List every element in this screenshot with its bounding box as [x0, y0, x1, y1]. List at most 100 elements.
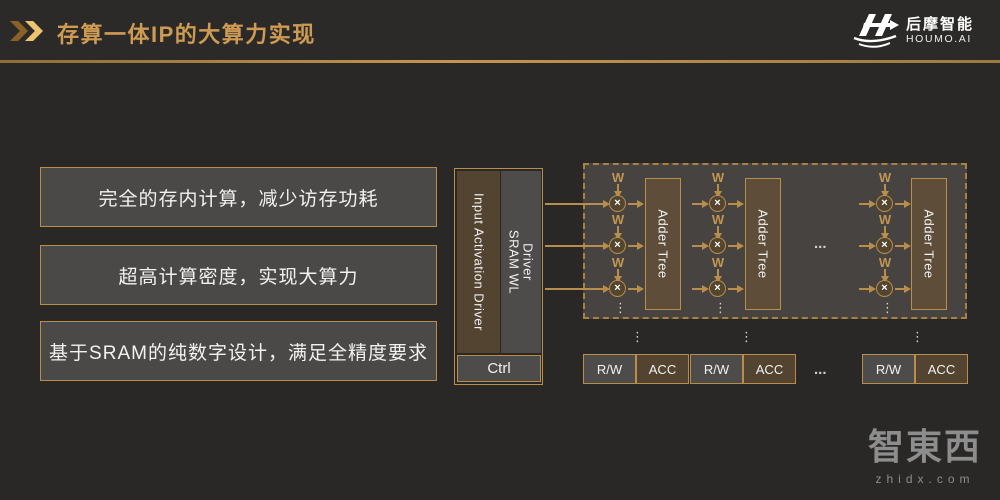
input-activation-driver-label: Input Activation Driver — [471, 193, 487, 331]
out-arrow-line — [628, 245, 637, 247]
input-arrow-head — [603, 242, 610, 250]
header-bar: 存算一体IP的大算力实现 后摩智能 HOUMO.AI — [0, 0, 1000, 60]
weight-arrow-line — [617, 226, 619, 233]
sram-wl-label-line2: Driver — [520, 243, 536, 281]
out-arrow-head — [637, 242, 644, 250]
vertical-ellipsis: ⋮ — [714, 300, 727, 315]
page-title: 存算一体IP的大算力实现 — [57, 22, 316, 47]
weight-arrow-head — [881, 191, 889, 198]
weight-label: W — [711, 212, 725, 227]
weight-label: W — [878, 170, 892, 185]
in-arrow-head — [702, 285, 709, 293]
watermark-domain: zhidx.com — [875, 472, 975, 487]
weight-arrow-line — [717, 269, 719, 276]
multiplier-node: × — [709, 195, 726, 212]
rw-label: R/W — [596, 361, 623, 377]
out-arrow-line — [628, 288, 637, 290]
weight-arrow-line — [617, 184, 619, 191]
input-arrow-line — [545, 203, 603, 205]
houmo-h-icon — [853, 14, 899, 48]
array-ellipsis: ... — [814, 235, 827, 252]
header-divider — [0, 60, 1000, 63]
weight-arrow-head — [881, 276, 889, 283]
ctrl-block: Ctrl — [457, 355, 541, 382]
weight-label: W — [711, 170, 725, 185]
weight-arrow-line — [617, 269, 619, 276]
in-arrow-head — [869, 242, 876, 250]
chevron-icon — [10, 21, 28, 41]
multiply-icon: × — [614, 282, 621, 294]
bullet-text: 基于SRAM的纯数字设计，满足全精度要求 — [49, 342, 428, 364]
out-arrow-head — [904, 285, 911, 293]
out-arrow-line — [728, 203, 737, 205]
in-arrow-line — [859, 245, 869, 247]
multiplier-node: × — [609, 280, 626, 297]
vertical-ellipsis: ⋮ — [881, 300, 894, 315]
multiplier-node: × — [609, 237, 626, 254]
acc-label: ACC — [648, 361, 677, 377]
acc-block: ACC — [915, 354, 968, 384]
multiplier-node: × — [876, 237, 893, 254]
weight-label: W — [611, 170, 625, 185]
rw-label: R/W — [703, 361, 730, 377]
acc-label: ACC — [927, 361, 956, 377]
vertical-ellipsis: ⋮ — [631, 329, 644, 344]
bullet-text: 完全的存内计算，减少访存功耗 — [98, 188, 379, 210]
input-arrow-line — [545, 245, 603, 247]
out-arrow-line — [895, 288, 904, 290]
weight-label: W — [611, 212, 625, 227]
adder-tree-block — [645, 178, 681, 310]
weight-arrow-line — [884, 184, 886, 191]
weight-arrow-line — [717, 184, 719, 191]
weight-arrow-head — [614, 191, 622, 198]
weight-arrow-head — [714, 233, 722, 240]
weight-arrow-head — [614, 276, 622, 283]
out-arrow-head — [737, 200, 744, 208]
weight-arrow-head — [714, 276, 722, 283]
in-arrow-head — [702, 200, 709, 208]
weight-arrow-head — [614, 233, 622, 240]
acc-label: ACC — [755, 361, 784, 377]
in-arrow-line — [859, 288, 869, 290]
bullet-box-3: 基于SRAM的纯数字设计，满足全精度要求 — [40, 321, 437, 381]
vertical-ellipsis: ⋮ — [740, 329, 753, 344]
multiply-icon: × — [614, 239, 621, 251]
in-arrow-line — [859, 203, 869, 205]
watermark-logo: 智東西 — [867, 426, 982, 467]
multiply-icon: × — [714, 239, 721, 251]
bullet-text: 超高计算密度，实现大算力 — [118, 266, 359, 288]
rw-block: R/W — [690, 354, 743, 384]
vertical-ellipsis: ⋮ — [614, 300, 627, 315]
input-arrow-line — [545, 288, 603, 290]
rw-label: R/W — [875, 361, 902, 377]
bullet-box-1: 完全的存内计算，减少访存功耗 — [40, 167, 437, 227]
out-arrow-line — [728, 245, 737, 247]
adder-tree-block — [745, 178, 781, 310]
rw-block: R/W — [862, 354, 915, 384]
multiply-icon: × — [614, 197, 621, 209]
acc-block: ACC — [636, 354, 689, 384]
multiply-icon: × — [881, 197, 888, 209]
out-arrow-head — [737, 285, 744, 293]
input-arrow-head — [603, 200, 610, 208]
in-arrow-head — [702, 242, 709, 250]
company-logo: 后摩智能 HOUMO.AI — [852, 10, 992, 52]
out-arrow-head — [737, 242, 744, 250]
out-arrow-line — [728, 288, 737, 290]
weight-label: W — [611, 255, 625, 270]
adder-tree-label: Adder Tree — [655, 209, 671, 279]
out-arrow-head — [904, 200, 911, 208]
logo-domain: HOUMO.AI — [906, 33, 972, 45]
multiplier-node: × — [876, 195, 893, 212]
multiplier-node: × — [709, 237, 726, 254]
weight-label: W — [711, 255, 725, 270]
rw-block: R/W — [583, 354, 636, 384]
adder-tree-label: Adder Tree — [921, 209, 937, 279]
weight-label: W — [878, 255, 892, 270]
adder-tree-label: Adder Tree — [755, 209, 771, 279]
multiplier-node: × — [709, 280, 726, 297]
adder-tree-block — [911, 178, 947, 310]
out-arrow-head — [904, 242, 911, 250]
acc-block: ACC — [743, 354, 796, 384]
